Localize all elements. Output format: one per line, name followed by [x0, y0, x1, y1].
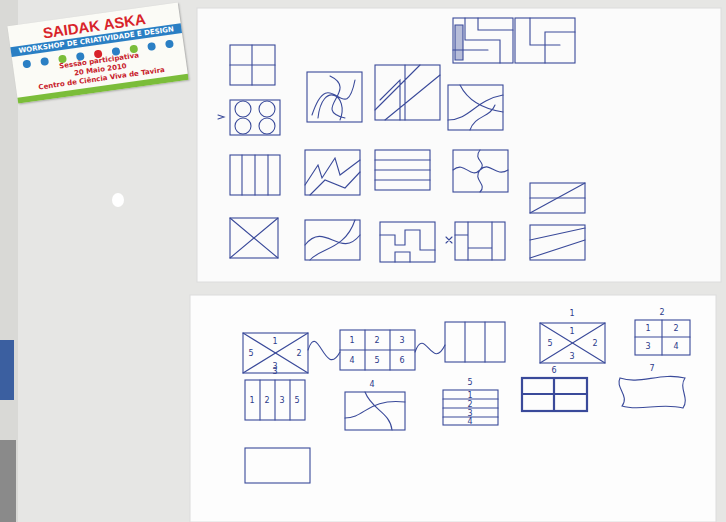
sketch-number: 3 — [279, 396, 284, 405]
sketch-number: 1 — [569, 309, 574, 318]
sketch-number: 1 — [249, 396, 254, 405]
sketch-number: 4 — [369, 380, 374, 389]
sketch-number: 3 — [569, 352, 574, 361]
sketch-number: 6 — [551, 366, 556, 375]
sketch-number: 5 — [374, 356, 379, 365]
sketch-number: 1 — [569, 327, 574, 336]
sketch-number: 2 — [467, 400, 472, 409]
sketch-number: 4 — [673, 342, 678, 351]
sketch-number: 5 — [248, 349, 253, 358]
sketch-number: 2 — [673, 324, 678, 333]
sketch-number: 5 — [467, 378, 472, 387]
sketch-number: 3 — [272, 367, 277, 376]
sketch-number: 4 — [467, 417, 472, 426]
sketch-number: 5 — [294, 396, 299, 405]
sketch-number: 2 — [592, 339, 597, 348]
sketch-number: 1 — [645, 324, 650, 333]
sketch-number: 2 — [264, 396, 269, 405]
sketch-number: 7 — [649, 364, 654, 373]
sketch-number: 3 — [399, 336, 404, 345]
sketch-number: 2 — [374, 336, 379, 345]
sketch-number: 6 — [399, 356, 404, 365]
sketch-number: 1 — [349, 336, 354, 345]
flyer-card: SAIDAK ASKAWORKSHOP DE CRIATIVIDADE E DE… — [7, 2, 188, 103]
sketch-number: 2 — [296, 349, 301, 358]
sketch-number: 3 — [467, 409, 472, 418]
sketch-number: 3 — [645, 342, 650, 351]
sketch-number: 2 — [659, 308, 664, 317]
sketch-number: 1 — [467, 391, 472, 400]
sketch-number: 1 — [272, 337, 277, 346]
sketch-number: 5 — [547, 339, 552, 348]
sketch-number: 4 — [349, 356, 354, 365]
